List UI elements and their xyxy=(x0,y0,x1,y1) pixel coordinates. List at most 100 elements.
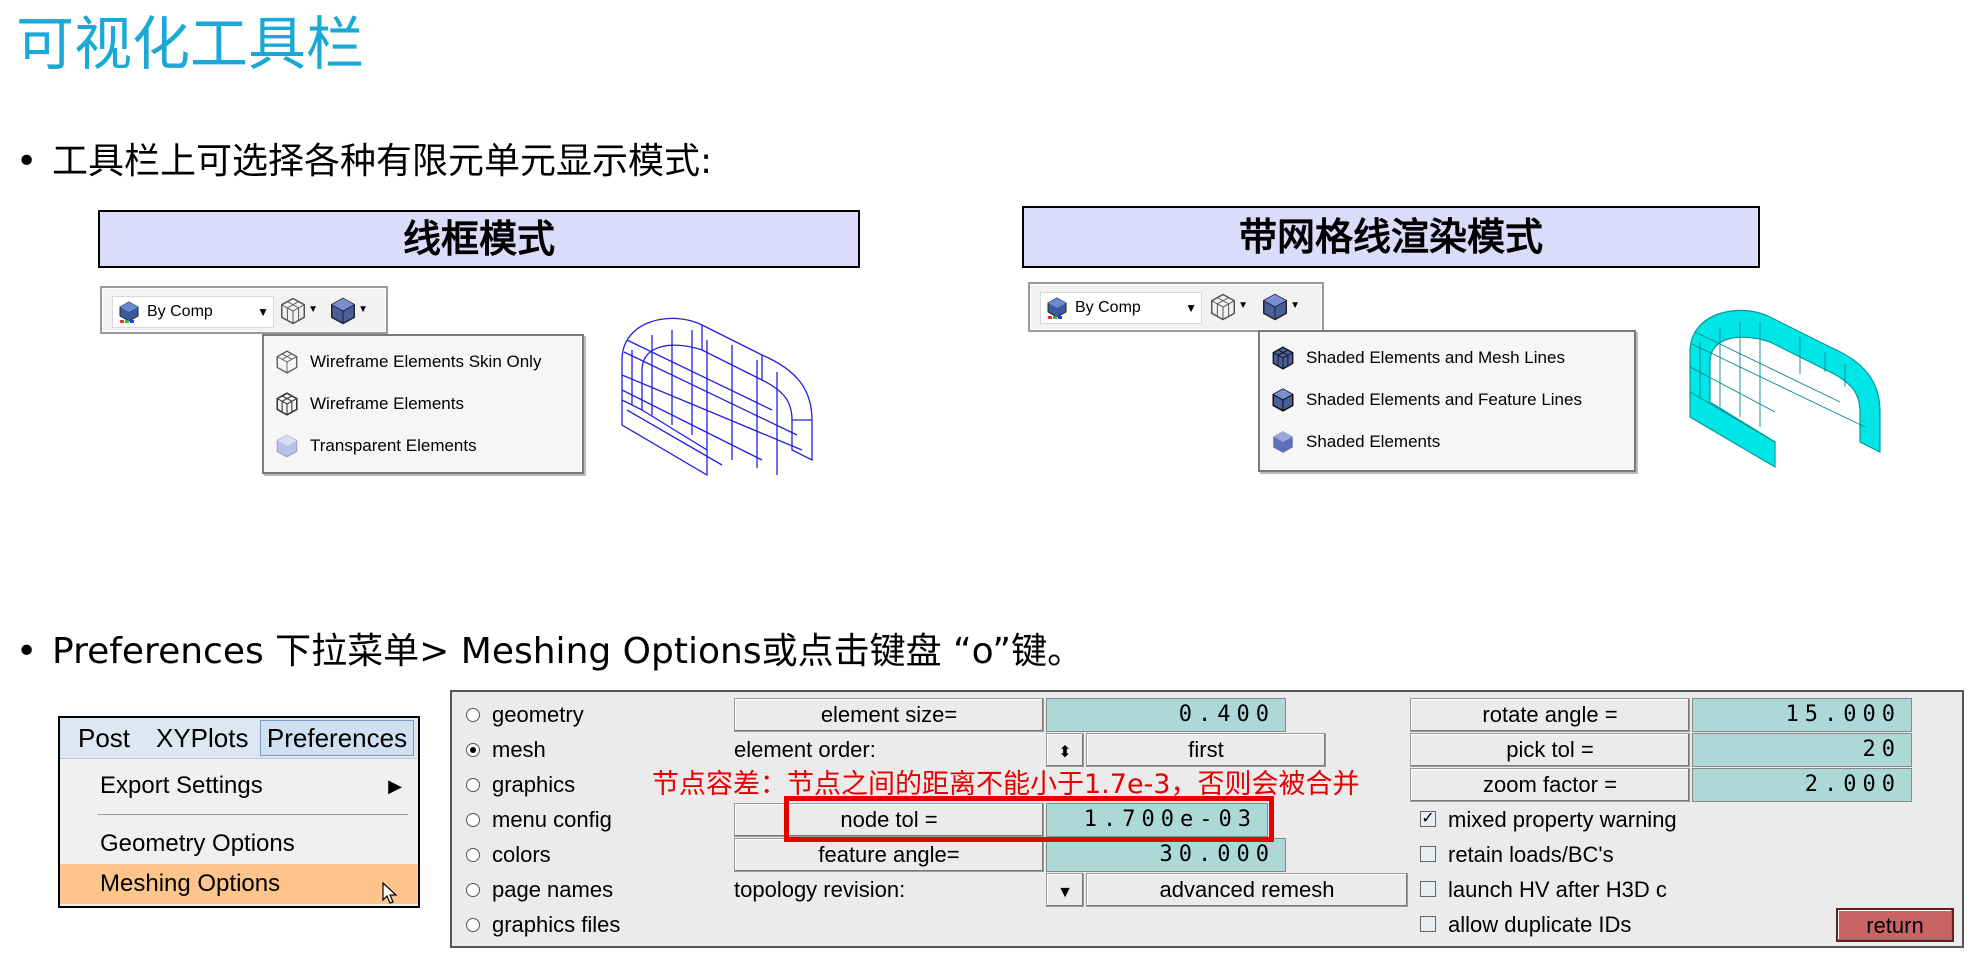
bullet-text: 工具栏上可选择各种有限元单元显示模式: xyxy=(52,141,713,182)
chevron-down-icon: ▼ xyxy=(1057,884,1073,901)
meshing-options-panel: geometry mesh graphics menu config color… xyxy=(450,690,1964,948)
shaded-cube-icon xyxy=(331,297,355,325)
radio-label: graphics xyxy=(492,772,576,797)
toolbar-right: By Comp ▼ ▼ ▼ xyxy=(1028,282,1324,332)
menubar-post[interactable]: Post xyxy=(78,723,131,753)
shaded-dropdown-menu: Shaded Elements and Mesh Lines Shaded El… xyxy=(1258,330,1636,472)
rotate-angle-button[interactable]: rotate angle = xyxy=(1410,698,1690,732)
component-icon xyxy=(1047,297,1067,319)
element-order-value[interactable]: first xyxy=(1086,733,1326,767)
shaded-mode-button[interactable]: ▼ xyxy=(1260,292,1300,324)
radio-graphics[interactable]: graphics xyxy=(464,768,724,802)
caption-wireframe: 线框模式 xyxy=(98,210,860,268)
radio-label: mesh xyxy=(492,737,546,762)
menu-item-export-settings[interactable]: Export Settings ▶ xyxy=(60,766,418,806)
checkbox-label: mixed property warning xyxy=(1448,807,1677,832)
radio-page-names[interactable]: page names xyxy=(464,873,724,907)
zoom-factor-field[interactable]: 2.000 xyxy=(1692,768,1912,802)
component-icon xyxy=(119,301,139,323)
checkbox-label: launch HV after H3D c xyxy=(1448,877,1667,902)
pick-tol-button[interactable]: pick tol = xyxy=(1410,733,1690,767)
menu-item-label: Wireframe Elements Skin Only xyxy=(310,352,542,371)
slide-title: 可视化工具栏 xyxy=(16,10,365,78)
by-comp-combo[interactable]: By Comp ▼ xyxy=(1040,292,1202,324)
shaded-mode-button[interactable]: ▼ xyxy=(328,296,368,328)
chevron-down-icon: ▼ xyxy=(358,304,368,315)
menu-item-meshing-options[interactable]: Meshing Options xyxy=(60,864,418,904)
up-down-arrow-icon: ⬍ xyxy=(1058,744,1072,761)
node-tol-highlight-box xyxy=(784,796,1274,842)
menu-item-label: Shaded Elements xyxy=(1306,432,1441,451)
bullet-display-modes: • 工具栏上可选择各种有限元单元显示模式: xyxy=(16,140,712,184)
bullet-marker: • xyxy=(16,631,38,672)
radio-graphics-files[interactable]: graphics files xyxy=(464,908,724,942)
feature-angle-field[interactable]: 30.000 xyxy=(1046,838,1286,872)
menu-item-shaded-mesh-lines[interactable]: Shaded Elements and Mesh Lines xyxy=(1266,340,1626,376)
node-tol-annotation: 节点容差：节点之间的距离不能小于1.7e-3，否则会被合并 xyxy=(652,769,1360,800)
radio-label: geometry xyxy=(492,702,584,727)
radio-label: menu config xyxy=(492,807,612,832)
menubar-preferences[interactable]: Preferences xyxy=(260,720,414,756)
checkbox-label: retain loads/BC's xyxy=(1448,842,1614,867)
shaded-model-image xyxy=(1689,309,1881,469)
wireframe-cube-icon xyxy=(281,297,305,325)
menu-item-shaded-feature-lines[interactable]: Shaded Elements and Feature Lines xyxy=(1266,382,1626,418)
menu-item-label: Wireframe Elements xyxy=(310,394,464,413)
preferences-menu: Post XYPlots Preferences Export Settings… xyxy=(58,716,420,908)
checkmark-icon: ✓ xyxy=(1420,810,1436,827)
transparent-cube-icon xyxy=(276,434,298,458)
element-order-toggle[interactable]: ⬍ xyxy=(1046,733,1084,767)
node-tol-field[interactable]: 1.700e-03 xyxy=(1046,803,1268,837)
wireframe-mode-button[interactable]: ▼ xyxy=(278,296,318,328)
bullet-preferences: • Preferences 下拉菜单> Meshing Options或点击键盘 … xyxy=(16,630,1083,674)
radio-label: graphics files xyxy=(492,912,621,937)
menu-item-label: Shaded Elements and Mesh Lines xyxy=(1306,348,1565,367)
radio-label: page names xyxy=(492,877,614,902)
shaded-mesh-icon xyxy=(1272,346,1294,370)
checkbox-label: allow duplicate IDs xyxy=(1448,912,1632,937)
menu-item-transparent[interactable]: Transparent Elements xyxy=(270,428,580,464)
return-button[interactable]: return xyxy=(1836,908,1954,942)
element-size-button[interactable]: element size= xyxy=(734,698,1044,732)
zoom-factor-button[interactable]: zoom factor = xyxy=(1410,768,1690,802)
menubar-xyplots[interactable]: XYPlots xyxy=(156,723,249,753)
menu-item-wireframe-skin[interactable]: Wireframe Elements Skin Only xyxy=(270,344,580,380)
menu-item-wireframe[interactable]: Wireframe Elements xyxy=(270,386,580,422)
submenu-arrow-icon: ▶ xyxy=(388,776,402,796)
radio-geometry[interactable]: geometry xyxy=(464,698,724,732)
pick-tol-field[interactable]: 20 xyxy=(1692,733,1912,767)
menu-item-label: Transparent Elements xyxy=(310,436,477,455)
rotate-angle-field[interactable]: 15.000 xyxy=(1692,698,1912,732)
mouse-cursor-icon xyxy=(382,882,398,904)
menubar: Post XYPlots Preferences xyxy=(60,718,418,759)
shaded-cube-icon xyxy=(1273,431,1293,453)
radio-colors[interactable]: colors xyxy=(464,838,724,872)
wireframe-mode-button[interactable]: ▼ xyxy=(1208,292,1248,324)
wireframe-cube-icon xyxy=(276,392,298,416)
wireframe-dropdown-menu: Wireframe Elements Skin Only Wireframe E… xyxy=(262,334,584,474)
by-comp-label: By Comp xyxy=(147,303,213,320)
menu-divider xyxy=(98,814,408,815)
wireframe-model-image xyxy=(621,317,813,477)
menu-item-geometry-options[interactable]: Geometry Options xyxy=(60,824,418,864)
topology-dropdown-toggle[interactable]: ▼ xyxy=(1046,873,1084,907)
element-size-field[interactable]: 0.400 xyxy=(1046,698,1286,732)
menu-item-shaded[interactable]: Shaded Elements xyxy=(1266,424,1626,460)
topology-revision-value[interactable]: advanced remesh xyxy=(1086,873,1408,907)
chevron-down-icon: ▼ xyxy=(1238,300,1248,311)
chevron-down-icon: ▼ xyxy=(257,305,269,319)
by-comp-combo[interactable]: By Comp ▼ xyxy=(112,296,274,328)
caption-shaded-mesh: 带网格线渲染模式 xyxy=(1022,206,1760,268)
menu-item-label: Export Settings xyxy=(100,772,263,799)
wireframe-skin-icon xyxy=(276,350,298,374)
element-order-label: element order: xyxy=(734,737,876,762)
wireframe-cube-icon xyxy=(1211,293,1235,321)
radio-menu-config[interactable]: menu config xyxy=(464,803,724,837)
menu-item-label: Geometry Options xyxy=(100,830,295,857)
by-comp-label: By Comp xyxy=(1075,299,1141,316)
bullet-text: Preferences 下拉菜单> Meshing Options或点击键盘 “… xyxy=(52,631,1084,672)
feature-angle-button[interactable]: feature angle= xyxy=(734,838,1044,872)
radio-mesh[interactable]: mesh xyxy=(464,733,724,767)
bullet-marker: • xyxy=(16,141,38,182)
toolbar-left: By Comp ▼ ▼ ▼ xyxy=(100,286,388,334)
